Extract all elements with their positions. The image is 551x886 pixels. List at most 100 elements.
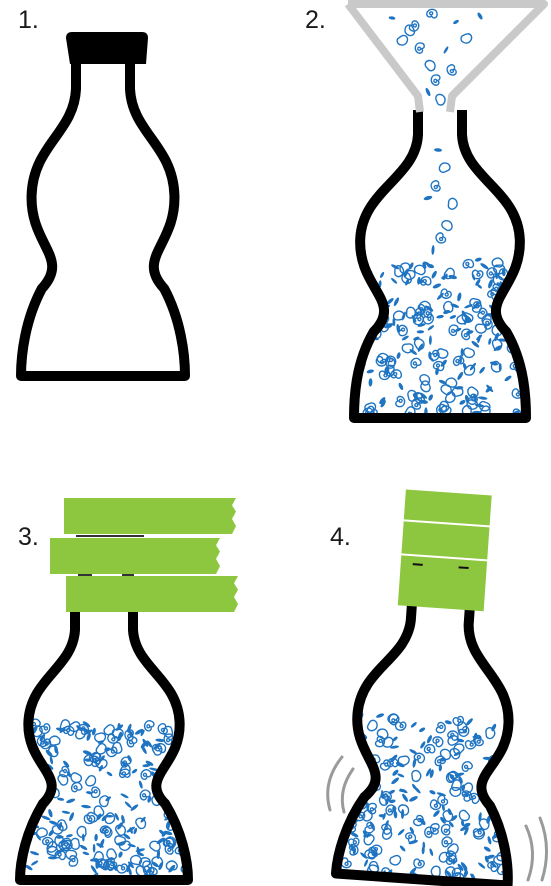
seed-icon bbox=[49, 756, 53, 764]
seed-icon bbox=[434, 93, 447, 106]
seed-icon bbox=[478, 366, 486, 374]
seed-icon bbox=[75, 825, 89, 839]
seed-icon bbox=[477, 862, 486, 870]
seed-icon bbox=[514, 758, 520, 765]
seed-icon bbox=[459, 399, 467, 406]
seed-icon bbox=[379, 271, 385, 278]
seed-icon bbox=[352, 312, 360, 318]
seed-icon bbox=[397, 828, 405, 836]
seed-icon bbox=[94, 834, 98, 842]
seed-icon bbox=[417, 330, 424, 333]
seed-icon bbox=[135, 818, 146, 829]
step-number-2: 2. bbox=[305, 6, 326, 34]
seed-icon bbox=[445, 197, 459, 211]
seed-icon bbox=[393, 297, 400, 307]
seed-icon bbox=[502, 759, 510, 768]
seed-icon bbox=[376, 712, 385, 718]
seed-icon bbox=[499, 802, 507, 812]
seed-icon bbox=[441, 824, 449, 834]
seed-icon bbox=[20, 788, 28, 794]
seed-icon bbox=[408, 20, 420, 33]
seed-icon bbox=[426, 8, 438, 18]
seed-icon bbox=[436, 314, 444, 319]
seed-icon bbox=[359, 851, 368, 859]
seed-icon bbox=[366, 719, 379, 732]
seed-icon bbox=[401, 793, 409, 803]
seed-icon bbox=[118, 839, 131, 852]
seed-icon bbox=[399, 325, 408, 336]
seed-icon bbox=[457, 292, 463, 302]
seed-icon bbox=[118, 851, 124, 858]
funnel-icon bbox=[348, 4, 544, 112]
seed-icon bbox=[106, 771, 113, 777]
taped-bottle-top bbox=[398, 489, 492, 611]
seed-icon bbox=[85, 775, 97, 787]
seed-icon bbox=[483, 846, 492, 853]
seed-icon bbox=[368, 847, 378, 858]
seed-icon bbox=[425, 87, 432, 97]
seed-icon bbox=[184, 817, 191, 826]
seed-icon bbox=[419, 374, 430, 385]
step-2: 2. bbox=[305, 4, 544, 421]
seed-icon bbox=[414, 41, 425, 54]
seed-icon bbox=[449, 314, 456, 319]
seed-icon bbox=[429, 335, 432, 345]
seed-icon bbox=[430, 180, 441, 192]
tape-wrap-icon bbox=[398, 489, 492, 611]
seed-icon bbox=[424, 745, 434, 753]
seed-icon bbox=[467, 386, 479, 398]
seed-icon bbox=[521, 274, 528, 283]
seed-icon bbox=[396, 352, 401, 360]
seed-icon bbox=[397, 773, 405, 778]
seed-icon bbox=[429, 799, 442, 812]
seed-icon bbox=[409, 769, 423, 783]
seed-icon bbox=[92, 850, 106, 863]
seed-icon bbox=[391, 769, 399, 777]
seed-icon bbox=[175, 762, 189, 776]
seed-icon bbox=[432, 283, 442, 290]
seed-icon bbox=[390, 277, 398, 284]
seed-icon bbox=[431, 270, 438, 279]
seed-icon bbox=[364, 822, 376, 835]
seed-icon bbox=[124, 801, 133, 809]
seed-icon bbox=[116, 863, 128, 874]
seed-icon bbox=[452, 355, 464, 366]
seed-icon bbox=[163, 838, 174, 847]
seed-icon bbox=[438, 162, 451, 174]
seed-icon bbox=[461, 329, 471, 340]
seed-icon bbox=[499, 797, 505, 805]
seed-icon bbox=[443, 309, 451, 315]
bottle-icon bbox=[21, 64, 185, 376]
bottle-cap-icon bbox=[66, 32, 148, 64]
seed-icon bbox=[448, 324, 459, 336]
seed-icon bbox=[499, 767, 512, 780]
seed-icon bbox=[460, 32, 473, 44]
seed-icon bbox=[61, 810, 70, 814]
seed-icon bbox=[477, 307, 488, 319]
seed-icon bbox=[66, 798, 76, 804]
seed-icon bbox=[388, 16, 395, 20]
seed-icon bbox=[120, 793, 129, 799]
seed-icon bbox=[182, 742, 185, 751]
seed-icon bbox=[459, 810, 469, 820]
seed-icon bbox=[502, 813, 510, 816]
seed-icon bbox=[397, 35, 408, 46]
seed-icon bbox=[413, 814, 426, 827]
seed-icon bbox=[138, 780, 143, 789]
seed-icon bbox=[427, 324, 435, 331]
seed-icon bbox=[444, 720, 452, 725]
seed-icon bbox=[126, 755, 132, 763]
seed-icon bbox=[429, 789, 437, 795]
seed-icon bbox=[82, 851, 90, 856]
seed-icon bbox=[352, 778, 362, 790]
seed-icon bbox=[429, 356, 435, 363]
funnel-seeds bbox=[388, 8, 483, 106]
seed-icon bbox=[434, 232, 446, 245]
seed-icon bbox=[79, 844, 88, 851]
seed-icon bbox=[17, 778, 27, 790]
seed-icon bbox=[30, 860, 38, 867]
seed-icon bbox=[409, 748, 418, 755]
seed-icon bbox=[91, 787, 100, 798]
tape-strip-icon bbox=[66, 576, 238, 612]
seed-icon bbox=[105, 815, 113, 818]
